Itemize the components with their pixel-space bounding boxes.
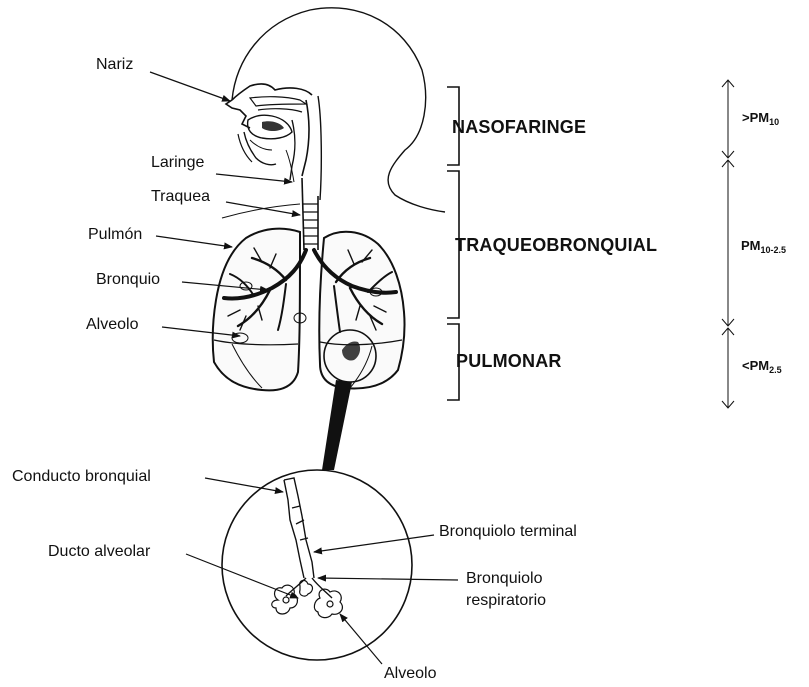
label-bronquio: Bronquio <box>96 271 160 289</box>
pm10-25-label: PM10-2.5 <box>741 238 786 255</box>
label-bronquiolo-terminal: Bronquiolo terminal <box>439 523 577 541</box>
bronchiole-detail <box>284 478 332 598</box>
pm10-label: >PM10 <box>742 110 779 127</box>
region-pulmonar: PULMONAR <box>456 351 562 372</box>
right-lung <box>319 232 404 389</box>
region-traqueobronquial: TRAQUEOBRONQUIAL <box>455 235 657 256</box>
label-alveolo-top: Alveolo <box>86 316 138 334</box>
pharynx <box>302 100 309 176</box>
zoom-connector <box>322 380 352 470</box>
arrow-traquea <box>226 202 300 215</box>
size-arrows <box>722 80 734 408</box>
arrow-ducto <box>186 554 298 598</box>
label-alveolo-bottom: Alveolo <box>384 665 436 683</box>
arrow-pulmon <box>156 236 232 247</box>
arrow-bronquiolo-terminal <box>314 535 434 552</box>
nose <box>226 100 250 128</box>
arrow-laringe <box>216 174 292 182</box>
label-bronquiolo-respiratorio-1: Bronquiolo <box>466 570 543 588</box>
arrow-bronquiolo-resp <box>318 578 458 580</box>
face-outline <box>232 84 312 100</box>
trachea <box>302 178 318 250</box>
head-outline <box>232 8 445 212</box>
label-nariz: Nariz <box>96 56 133 74</box>
label-conducto-bronquial: Conducto bronquial <box>12 468 151 486</box>
label-pulmon: Pulmón <box>88 226 142 244</box>
region-nasofaringe: NASOFARINGE <box>452 117 586 138</box>
detail-circle-large <box>222 470 412 660</box>
pm25-label: <PM2.5 <box>742 358 782 375</box>
label-traquea: Traquea <box>151 188 210 206</box>
arrow-nariz <box>150 72 230 101</box>
label-ducto-alveolar: Ducto alveolar <box>48 543 150 561</box>
label-bronquiolo-respiratorio-2: respiratorio <box>466 592 546 610</box>
alveolar-sacs <box>272 580 343 617</box>
label-laringe: Laringe <box>151 154 204 172</box>
arrow-conducto <box>205 478 283 492</box>
